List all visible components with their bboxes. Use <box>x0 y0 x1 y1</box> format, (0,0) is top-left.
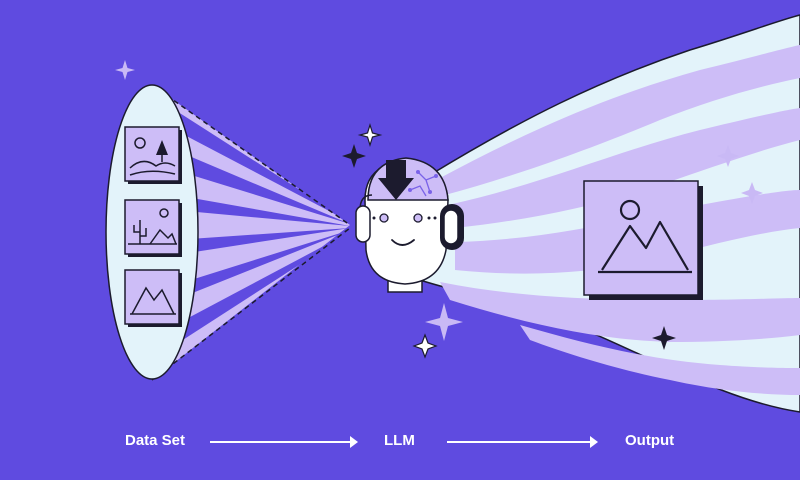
cactus-desert-icon <box>124 199 182 257</box>
sparkle-icon <box>412 333 438 359</box>
sparkle-decorations <box>115 60 763 359</box>
flow-arrow-1-head <box>350 436 358 448</box>
flow-label-dataset: Data Set <box>125 432 186 449</box>
landscape-tree-icon <box>124 126 182 184</box>
image-output-icon <box>583 180 703 300</box>
flow-arrow-2 <box>447 441 591 443</box>
flow-label-output: Output <box>625 432 675 449</box>
dataset-beams <box>151 84 351 381</box>
robot-head-icon <box>355 157 464 293</box>
sparkle-icon <box>652 326 676 350</box>
sparkle-icon <box>741 182 763 204</box>
flow-arrow-2-head <box>590 436 598 448</box>
mountain-icon <box>124 269 182 327</box>
stream-stripe-5 <box>520 325 800 395</box>
flow-label-llm: LLM <box>384 432 415 449</box>
stream-stripe-4 <box>440 282 800 342</box>
sparkle-icon <box>425 303 463 341</box>
flow-arrow-1 <box>210 441 352 443</box>
sparkle-icon <box>342 144 366 168</box>
sparkle-icon <box>115 60 135 80</box>
sparkle-icon <box>717 145 739 167</box>
stream-stripe-2 <box>448 108 800 228</box>
stream-stripe-1 <box>440 45 800 195</box>
sparkle-icon <box>357 122 383 148</box>
